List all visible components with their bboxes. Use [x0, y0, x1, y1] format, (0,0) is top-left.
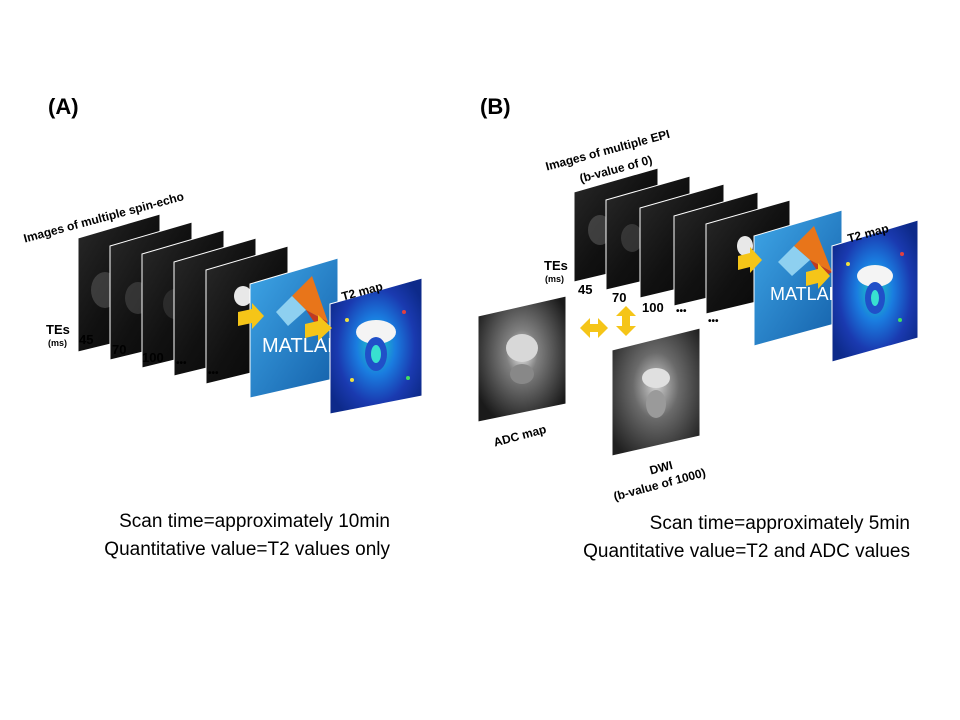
- panel-b-te-100: 100: [642, 300, 664, 315]
- panel-a-caption-line2: Quantitative value=T2 values only: [104, 536, 390, 564]
- matlab-text-b: MATLAB: [770, 284, 841, 304]
- panel-a-te-100: 100: [142, 350, 164, 365]
- panel-b-ellipsis-2: •••: [708, 316, 719, 327]
- panel-b-adc-map: [478, 296, 566, 422]
- panel-a-ellipsis-2: •••: [208, 368, 219, 379]
- panel-a-ellipsis-1: •••: [176, 358, 187, 369]
- matlab-text-a: MATLAB: [262, 335, 341, 357]
- double-arrow-vertical-icon: [616, 306, 636, 336]
- panel-b-ellipsis-1: •••: [676, 306, 687, 317]
- double-arrow-horizontal-icon: [580, 318, 608, 338]
- panel-a-tes-unit: (ms): [48, 338, 67, 348]
- panel-a-tes-label: TEs: [46, 322, 70, 337]
- panel-b-te-70: 70: [612, 290, 626, 305]
- panel-b-te-45: 45: [578, 282, 592, 297]
- panel-b-tes-unit: (ms): [545, 274, 564, 284]
- panel-b-t2-map: [832, 220, 918, 362]
- panel-a-te-70: 70: [112, 342, 126, 357]
- panel-b-caption-line1: Scan time=approximately 5min: [650, 510, 910, 538]
- panel-a-caption-line1: Scan time=approximately 10min: [119, 508, 390, 536]
- panel-a-label: (A): [48, 94, 79, 120]
- panel-b-caption-line2: Quantitative value=T2 and ADC values: [583, 538, 910, 566]
- panel-b-tes-label: TEs: [544, 258, 568, 273]
- panel-b-label: (B): [480, 94, 511, 120]
- panel-a-te-45: 45: [79, 332, 93, 347]
- panel-b-dwi: [612, 328, 700, 456]
